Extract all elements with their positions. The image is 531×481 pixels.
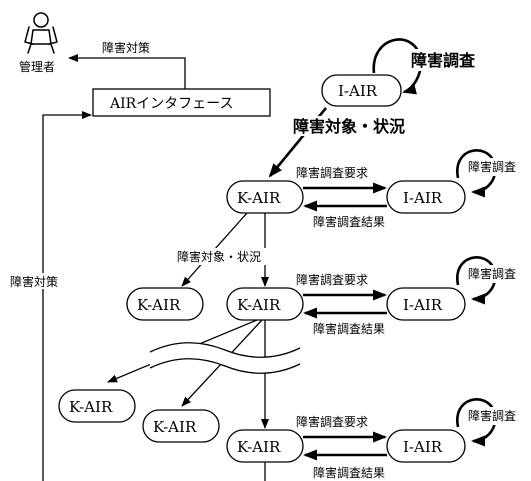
k-air-node-row2-left [126,287,204,321]
request-label-row2: 障害調査要求 [296,272,368,287]
k-air-label-row3-mid: K-AIR [153,418,197,436]
request-label-row1: 障害調査要求 [296,165,368,180]
admin-label: 管理者 [19,59,55,74]
admin-person-icon [24,12,58,54]
result-label-row3: 障害調査結果 [313,465,385,480]
omission-wave-bottom [149,358,301,374]
k-air-node-row3-mid [142,409,220,443]
countermeasure-label-top: 障害対策 [102,40,150,55]
countermeasure-arrow-top [68,54,186,89]
loop-label-row3: 障害調査 [468,408,516,423]
omission-wave-top [149,342,301,358]
i-air-label-row1: I-AIR [403,189,443,207]
k-air-label-row2-left: K-AIR [137,296,181,314]
loop-label-row2: 障害調査 [468,266,516,281]
air-interface-box [92,88,271,117]
i-air-node-row3 [386,429,466,463]
top-i-air-loop-label: 障害調査 [411,51,475,70]
top-i-air-label: I-AIR [338,82,378,100]
i-air-label-row3: I-AIR [403,438,443,456]
k-air-label-row2: K-AIR [237,296,281,314]
k-air-label-row3-left: K-AIR [69,398,113,416]
k-air-node-row3-left [58,389,136,423]
i-air-node-row2 [386,287,466,321]
k-air-label-row3: K-AIR [237,438,281,456]
top-i-air-node [321,74,402,107]
i-air-node-row1 [386,180,466,214]
countermeasure-label-left: 障害対策 [10,274,58,289]
result-label-row2: 障害調査結果 [313,321,385,336]
k-air-label-row1: K-AIR [237,189,281,207]
countermeasure-arrow-left [42,111,92,481]
bold-target-status-label: 障害対象・状況 [293,117,405,136]
result-label-row1: 障害調査結果 [313,214,385,229]
air-interface-label: AIRインタフェース [109,96,233,112]
i-air-label-row2: I-AIR [403,296,443,314]
request-label-row3: 障害調査要求 [296,414,368,429]
loop-label-row1: 障害調査 [468,159,516,174]
small-target-status-label: 障害対象・状況 [177,249,261,264]
